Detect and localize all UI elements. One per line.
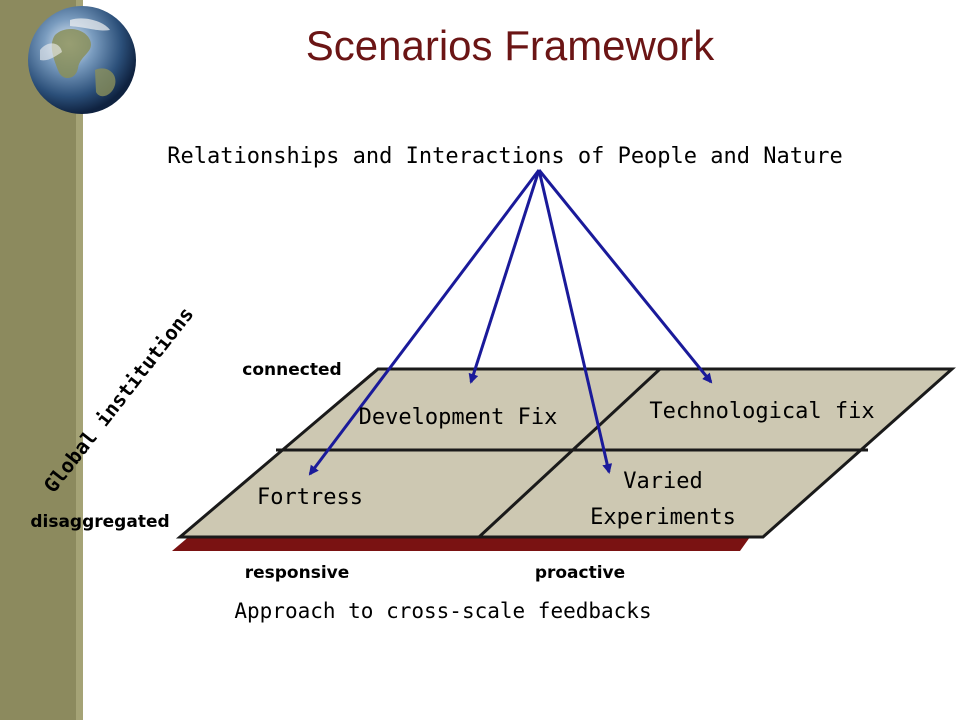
arrows [308,169,713,476]
scenario-plane [175,367,956,539]
quadrant-development-fix: Development Fix [359,405,558,430]
arrow-to-fortress [308,169,541,476]
arrow-to-development-fix [468,169,541,384]
top-label: Relationships and Interactions of People… [167,144,843,169]
arrow-to-technological-fix [537,169,713,384]
left-decorative-band [0,0,83,720]
left-band-stripe [76,0,83,720]
slide-title: Scenarios Framework [305,22,715,69]
earth-globe-icon [28,6,136,114]
y-axis-top-label: connected [242,360,341,380]
quadrant-varied-experiments-line1: Varied [623,469,702,494]
quadrant-technological-fix: Technological fix [649,399,874,424]
quadrant-varied-experiments-line2: Experiments [590,505,736,530]
y-axis-bottom-label: disaggregated [30,512,169,532]
arrow-to-varied-experiments [537,169,613,474]
diagonal-divider [477,367,662,539]
x-axis-left-label: responsive [245,563,350,583]
x-axis-label: Approach to cross-scale feedbacks [234,599,651,623]
quadrant-fortress: Fortress [257,485,363,510]
x-axis-right-label: proactive [535,563,625,583]
y-axis-label: Global institutions [39,302,199,497]
